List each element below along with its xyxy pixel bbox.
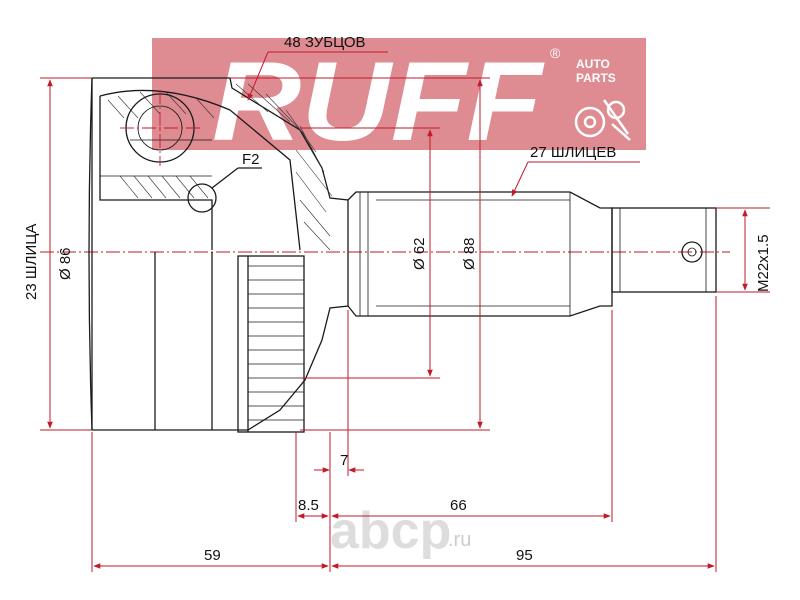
cotter-pin-hole [681, 241, 703, 263]
ruff-logo: RUFF ® AUTO PARTS [152, 38, 646, 164]
detail-f2-circle [187, 183, 217, 213]
logo-brand-text: RUFF [212, 39, 545, 164]
abs-tone-ring [237, 255, 305, 433]
teeth-callout: 48 ЗУБЦОВ [247, 34, 388, 101]
watermark-text: abcp [330, 502, 451, 560]
splines-inner-label: 23 ШЛИЦА [23, 224, 40, 300]
abcp-watermark: abcp .ru [330, 502, 471, 560]
logo-background [152, 38, 646, 150]
horizontal-dimensions: 7 8.5 66 59 95 [91, 296, 717, 572]
diam-62-dimension: Ø 62 [300, 127, 440, 379]
dim-8-5-label: 8.5 [298, 497, 319, 514]
detail-f2-label: F2 [242, 151, 260, 168]
splines-outer-callout: 27 ШЛИЦЕВ [511, 144, 640, 197]
dim-95-label: 95 [516, 547, 533, 564]
thread-dimension: M22x1.5 [716, 207, 772, 293]
splines-outer-label: 27 ШЛИЦЕВ [530, 144, 616, 161]
logo-tagline-auto: AUTO [576, 57, 610, 71]
gear-wrench-icon [574, 99, 631, 141]
watermark-suffix: .ru [448, 529, 471, 551]
diam-body-label: Ø 86 [57, 247, 74, 280]
teeth-label: 48 ЗУБЦОВ [284, 34, 366, 51]
dim-66-label: 66 [450, 497, 467, 514]
dim-59-label: 59 [204, 547, 221, 564]
thread-label: M22x1.5 [755, 234, 772, 292]
diam-88-dimension: Ø 88 [230, 77, 490, 431]
diam-62-label: Ø 62 [411, 237, 428, 270]
outer-bell-housing [88, 77, 349, 433]
diam-body-dimension: 23 ШЛИЦА Ø 86 [23, 77, 92, 431]
splined-shaft [347, 191, 717, 317]
diam-88-label: Ø 88 [461, 237, 478, 270]
logo-registered-mark: ® [550, 45, 561, 61]
logo-tagline-parts: PARTS [576, 71, 616, 85]
dim-7-label: 7 [340, 452, 348, 469]
